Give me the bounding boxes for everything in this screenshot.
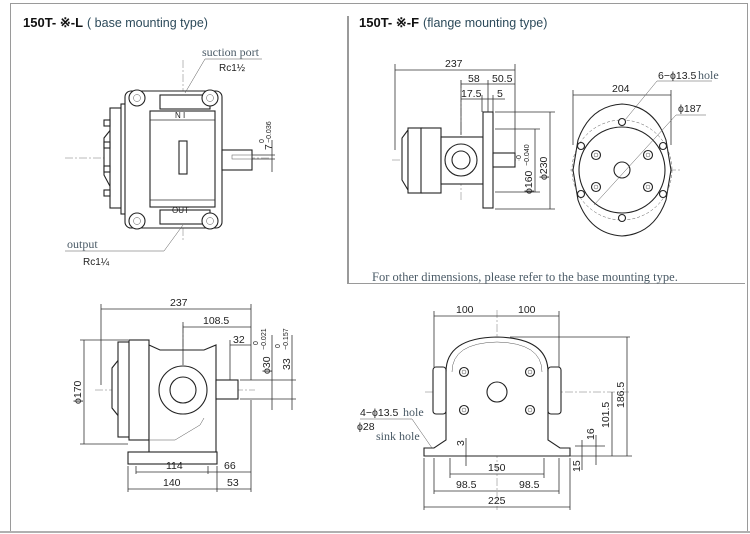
key-tol-upper: 0 [259, 139, 266, 143]
flange-dim-50-5: 50.5 [492, 73, 513, 85]
foot-height-dim: 16 [585, 428, 597, 440]
base-to-shaft-dim: 66 [224, 460, 236, 472]
foot-thickness-dim: 15 [571, 460, 583, 472]
body-diameter: ϕ170 [72, 380, 84, 404]
key-height-tol-upper: 0 [275, 344, 282, 348]
base-type-subtitle: ( base mounting type) [87, 16, 208, 30]
pcd-dim: ϕ187 [678, 103, 702, 115]
shaft-length-dim: 32 [233, 334, 245, 346]
flange-type-title: 150T- ※-F(flange mounting type) [359, 15, 547, 31]
total-height-dim: 186.5 [615, 382, 627, 408]
sink-hole-label: sink hole [376, 429, 420, 443]
front-bolts [458, 366, 536, 416]
cover-bolts [590, 149, 654, 193]
side-overall-length: 237 [170, 297, 188, 309]
key-height-dim: 33 [281, 358, 293, 370]
base-width-dim: 225 [488, 495, 506, 507]
front-half-width-left: 100 [456, 304, 474, 316]
base-model-code: 150T- ※-L [23, 15, 84, 30]
end-view-width: 204 [612, 83, 630, 95]
base-type-title: 150T- ※-L( base mounting type) [23, 15, 208, 31]
base-hole-span-dim: 114 [166, 460, 183, 472]
flange-note: For other dimensions, please refer to th… [372, 270, 678, 284]
base-hole-word: hole [403, 405, 424, 419]
flange-diameter: ϕ230 [538, 156, 550, 180]
output-size: Rc1¼ [83, 256, 110, 268]
pilot-tol-upper: 0 [516, 155, 523, 159]
base-hole-dim: 4−ϕ13.5 [360, 407, 398, 419]
flange-model-code: 150T- ※-F [359, 15, 420, 30]
flange-dim-58: 58 [468, 73, 480, 85]
base-top-view: N I OUT 7 0 −0.036 suction port Rc1½ out… [65, 45, 275, 268]
flange-dim-17-5: 17.5 [461, 88, 482, 100]
suction-port-label: suction port [202, 45, 260, 59]
key-width-dim: 7 [263, 144, 275, 150]
key-tol-lower: −0.036 [266, 121, 273, 143]
flange-bolt-holes [576, 117, 668, 223]
flange-dim-5: 5 [497, 88, 503, 100]
flange-hole-dim: 6−ϕ13.5 [658, 70, 696, 82]
in-port-mark: N I [175, 111, 185, 120]
base-end-to-shaft-dim: 53 [227, 477, 239, 489]
key-height-tol-lower: −0.157 [283, 328, 290, 350]
flange-side-view: 237 58 50.5 17.5 5 ϕ160 0 −0.040 ϕ230 [392, 58, 555, 210]
inner-span-dim: 150 [488, 462, 506, 474]
shaft-tol-upper: 0 [253, 341, 260, 345]
center-to-shaft-dim: 108.5 [203, 315, 229, 327]
pilot-diameter: ϕ160 [523, 170, 535, 194]
panel-divider-horizontal [347, 283, 745, 284]
bottom-rule [0, 531, 750, 533]
drawing-frame [10, 3, 748, 531]
front-half-width-right: 100 [518, 304, 536, 316]
suction-port-size: Rc1½ [219, 63, 246, 74]
center-height-dim: 101.5 [600, 402, 612, 428]
out-port-mark: OUT [172, 206, 189, 215]
shaft-tol-lower: −0.021 [261, 328, 268, 350]
hole-half-right-dim: 98.5 [519, 479, 540, 491]
flange-hole-word: hole [698, 68, 719, 82]
base-side-view: 237 108.5 32 ϕ30 0 −0.021 33 0 −0.157 ϕ1… [72, 297, 296, 492]
flange-type-subtitle: (flange mounting type) [423, 16, 548, 30]
flange-end-view: 204 6−ϕ13.5 hole ϕ187 [570, 68, 719, 237]
output-label: output [67, 237, 98, 251]
hole-half-left-dim: 98.5 [456, 479, 477, 491]
base-thickness-dim: 3 [455, 440, 467, 446]
shaft-diameter: ϕ30 [261, 356, 273, 374]
panel-divider-vertical [347, 16, 349, 284]
base-length-dim: 140 [163, 477, 181, 489]
flange-overall-length: 237 [445, 58, 463, 70]
pilot-tol-lower: −0.040 [524, 144, 531, 166]
sink-hole-dim: ϕ28 [357, 421, 375, 433]
base-front-view: 100 100 186.5 101.5 16 15 3 150 98.5 98.… [357, 304, 632, 510]
